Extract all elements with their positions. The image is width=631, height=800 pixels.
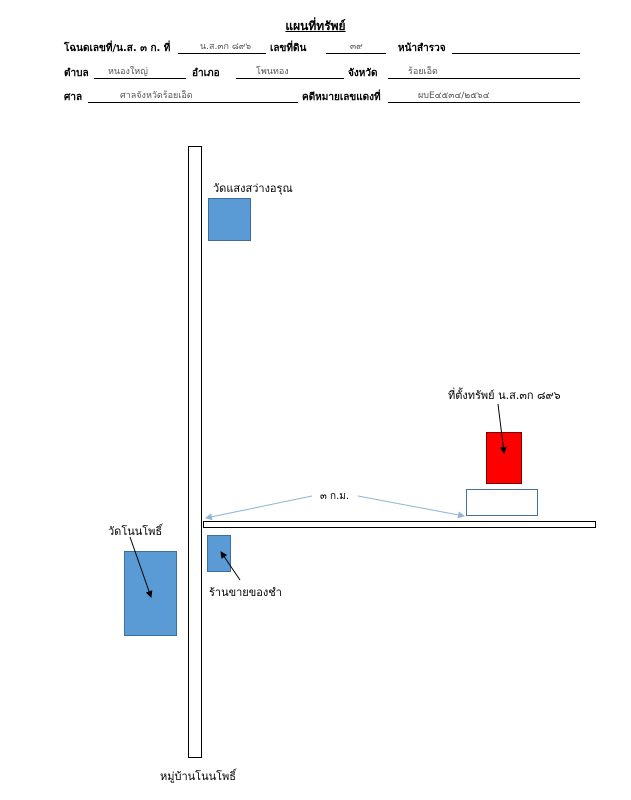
property-arrow: [497, 403, 507, 454]
province-field: ร้อยเอ็ด: [388, 66, 580, 79]
land-no-field: ๓๙: [326, 41, 386, 54]
subdistrict-label: ตำบล: [64, 68, 89, 79]
deed-field: น.ส.๓ก ๘๙๖: [178, 41, 266, 54]
temple-left-arrow: [129, 536, 153, 598]
subdistrict-value: หนองใหญ่: [108, 67, 148, 77]
header-row-2: ตำบล หนองใหญ่ อำเภอ โพนทอง จังหวัด ร้อยเ…: [64, 66, 584, 82]
case-label: คดีหมายเลขแดงที่: [302, 92, 381, 103]
case-value: ผบE๔๕๓๔/๒๕๖๔: [418, 91, 490, 101]
shop-label: ร้านขายของชำ: [209, 586, 282, 599]
deed-label: โฉนดเลขที่/น.ส. ๓ ก. ที่: [64, 43, 171, 54]
property-marker: [486, 432, 522, 484]
subdistrict-field: หนองใหญ่: [94, 66, 186, 79]
temple-left-label: วัดโนนโพธิ์: [108, 525, 163, 538]
survey-label: หน้าสำรวจ: [398, 43, 446, 54]
shop-arrow: [220, 551, 241, 581]
court-field: ศาลจังหวัดร้อยเอ็ด: [88, 90, 298, 103]
deed-value: น.ส.๓ก ๘๙๖: [200, 42, 252, 52]
header-row-3: ศาล ศาลจังหวัดร้อยเอ็ด คดีหมายเลขแดงที่ …: [64, 90, 584, 106]
temple-top-marker: [208, 198, 251, 241]
court-value: ศาลจังหวัดร้อยเอ็ด: [120, 91, 193, 101]
header-row-1: โฉนดเลขที่/น.ส. ๓ ก. ที่ น.ส.๓ก ๘๙๖ เลขท…: [64, 41, 584, 57]
land-no-label: เลขที่ดิน: [270, 43, 307, 54]
district-field: โพนทอง: [236, 66, 344, 79]
temple-top-label: วัดแสงสว่างอรุณ: [213, 182, 293, 195]
district-label: อำเภอ: [192, 68, 220, 79]
court-label: ศาล: [64, 92, 83, 103]
distance-arrow-right: [357, 495, 465, 519]
main-road-vertical: [188, 146, 202, 758]
map-title: แผนที่ทรัพย์: [285, 19, 346, 33]
case-field: ผบE๔๕๓๔/๒๕๖๔: [388, 90, 580, 103]
survey-field: [452, 41, 580, 54]
property-plot-box: [466, 489, 538, 516]
land-no-value: ๓๙: [350, 42, 363, 52]
distance-arrow-left: [205, 495, 313, 521]
province-label: จังหวัด: [348, 68, 378, 79]
village-label: หมู่บ้านโนนโพธิ์: [160, 770, 237, 783]
province-value: ร้อยเอ็ด: [408, 67, 438, 77]
district-value: โพนทอง: [256, 67, 289, 77]
distance-label: ๓ ก.ม.: [320, 491, 350, 502]
side-road-horizontal: [203, 521, 596, 528]
property-label: ที่ตั้งทรัพย์ น.ส.๓ก ๘๙๖: [448, 389, 561, 402]
